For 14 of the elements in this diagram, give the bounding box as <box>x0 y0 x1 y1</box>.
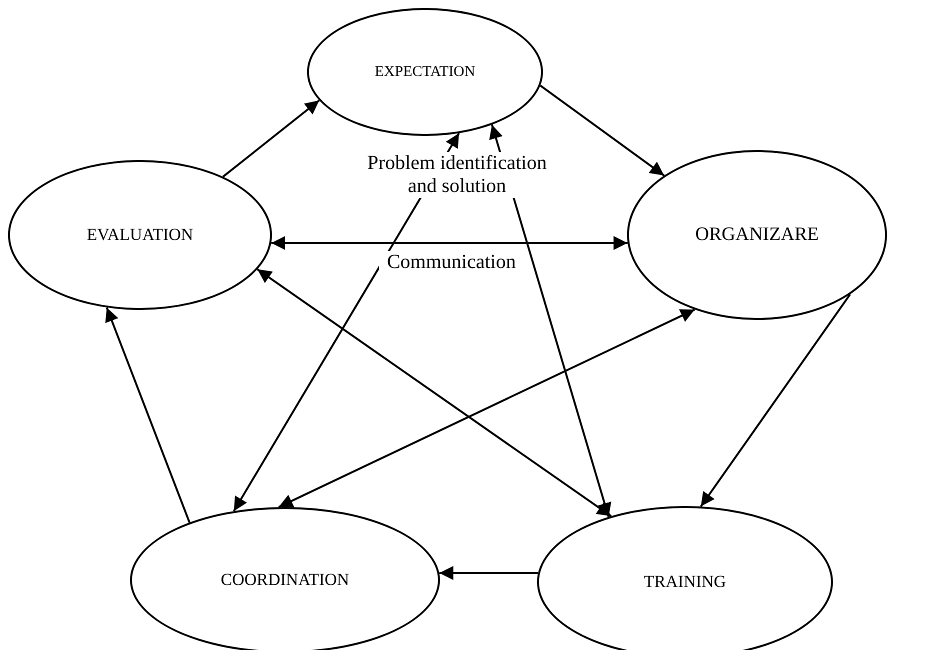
arrow <box>700 294 851 508</box>
node-label: EXPECTATION <box>374 64 476 80</box>
arrow <box>105 307 190 523</box>
arrow <box>278 308 696 508</box>
arrow <box>222 100 320 178</box>
arrow <box>271 236 628 250</box>
arrow <box>256 268 612 517</box>
node-label: COORDINATION <box>220 570 350 590</box>
arrow <box>489 124 612 518</box>
node-label: EVALUATION <box>86 225 194 245</box>
node-label: TRAINING <box>644 572 726 592</box>
arrow <box>439 566 538 580</box>
node-label: ORGANIZARE <box>695 224 819 246</box>
arrow <box>540 84 665 176</box>
